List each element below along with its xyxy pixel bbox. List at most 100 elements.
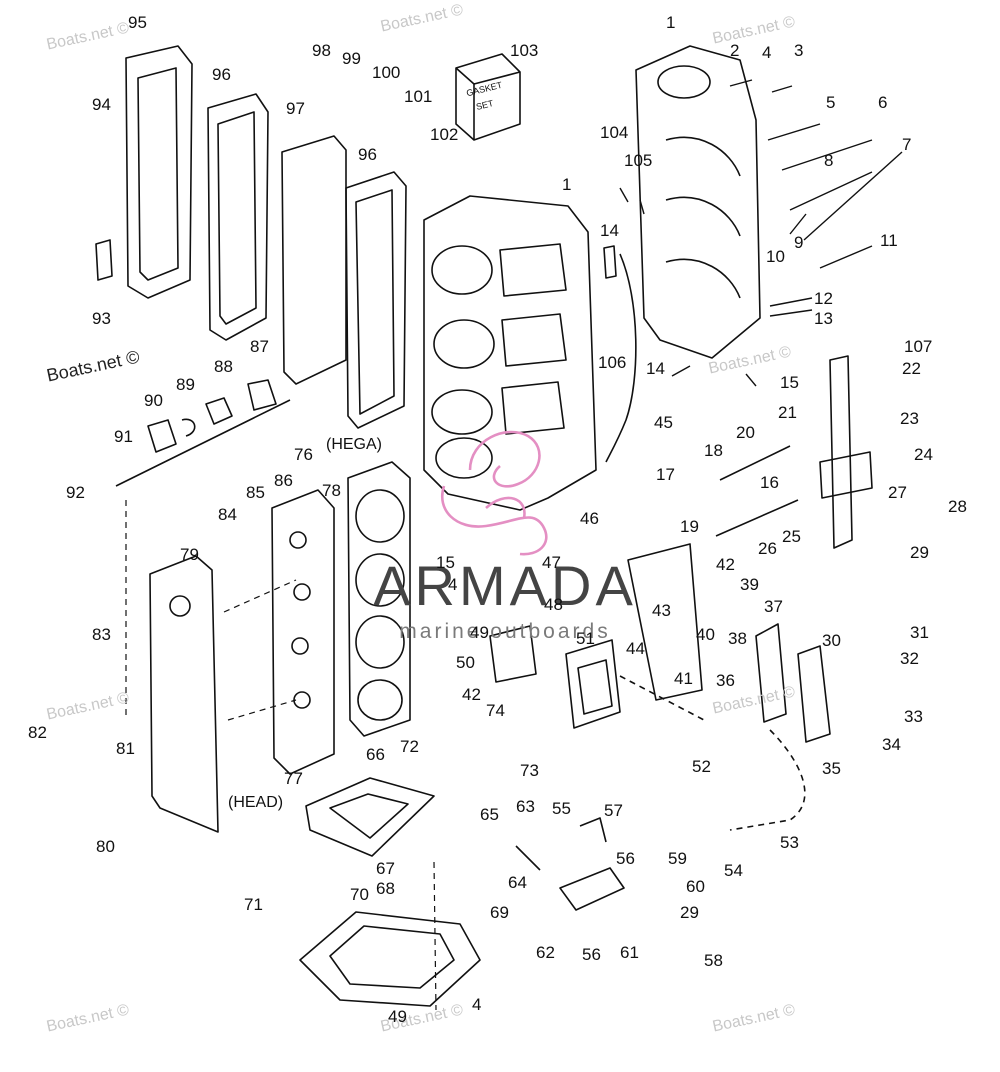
- callout-3: 3: [794, 41, 804, 60]
- callout-73: 73: [520, 761, 539, 780]
- callout-1: 1: [562, 175, 572, 194]
- callout-98: 98: [312, 41, 331, 60]
- callout-56: 56: [582, 945, 601, 964]
- brand-subtitle: marine outboards: [399, 620, 611, 643]
- callout-6: 6: [878, 93, 888, 112]
- callout-2: 2: [730, 41, 740, 60]
- callout-92: 92: [66, 483, 85, 502]
- callout-14: 14: [600, 221, 619, 240]
- callout-60: 60: [686, 877, 705, 896]
- head-gasket: [347, 461, 411, 737]
- callout-51: 51: [576, 629, 595, 648]
- callout-47: 47: [542, 553, 561, 572]
- assembly-guides: [125, 500, 437, 1011]
- callout-26: 26: [758, 539, 777, 558]
- callout-67: 67: [376, 859, 395, 878]
- callout-9: 9: [794, 233, 804, 252]
- small-plate-93: [95, 239, 113, 281]
- throttle-link-43: [627, 543, 703, 701]
- callout-104: 104: [600, 123, 629, 142]
- callout-89: 89: [176, 375, 195, 394]
- callout-22: 22: [902, 359, 921, 378]
- callout-45: 45: [654, 413, 673, 432]
- callout-25: 25: [782, 527, 801, 546]
- callout-81: 81: [116, 739, 135, 758]
- callout-33: 33: [904, 707, 923, 726]
- callout-94: 94: [92, 95, 111, 114]
- callout-23: 23: [900, 409, 919, 428]
- callout-43: 43: [652, 601, 671, 620]
- callout-50: 50: [456, 653, 475, 672]
- callout-49: 49: [470, 623, 489, 642]
- callout-46: 46: [580, 509, 599, 528]
- cylinder-block: [423, 195, 597, 511]
- callout-55: 55: [552, 799, 571, 818]
- callout-59: 59: [668, 849, 687, 868]
- callout-14: 14: [646, 359, 665, 378]
- callout-56: 56: [616, 849, 635, 868]
- callout-20: 20: [736, 423, 755, 442]
- callout-30: 30: [822, 631, 841, 650]
- callout-38: 38: [728, 629, 747, 648]
- callout-53: 53: [780, 833, 799, 852]
- callout-4: 4: [762, 43, 772, 62]
- callout-21: 21: [778, 403, 797, 422]
- callout-31: 31: [910, 623, 929, 642]
- tag-head: (HEAD): [228, 794, 284, 811]
- link-bracket-35: [797, 645, 831, 743]
- callout-52: 52: [692, 757, 711, 776]
- callout-17: 17: [656, 465, 675, 484]
- link-rod-36: [755, 623, 787, 723]
- callout-10: 10: [766, 247, 785, 266]
- callout-99: 99: [342, 49, 361, 68]
- callout-29: 29: [910, 543, 929, 562]
- callout-69: 69: [490, 903, 509, 922]
- callout-62: 62: [536, 943, 555, 962]
- callout-1: 1: [666, 13, 676, 32]
- brand-name: ARMADA: [373, 554, 637, 617]
- callout-7: 7: [902, 135, 912, 154]
- callout-93: 93: [92, 309, 111, 328]
- callout-103: 103: [510, 41, 539, 60]
- gasket-set-box: [455, 53, 521, 141]
- exhaust-gasket-95: [125, 45, 193, 299]
- callout-72: 72: [400, 737, 419, 756]
- callout-70: 70: [350, 885, 369, 904]
- callout-105: 105: [624, 151, 653, 170]
- head-cover-plate: [149, 555, 219, 833]
- callout-80: 80: [96, 837, 115, 856]
- callout-42: 42: [716, 555, 735, 574]
- thermostat-group: [115, 379, 291, 487]
- callout-13: 13: [814, 309, 833, 328]
- callout-28: 28: [948, 497, 967, 516]
- callout-100: 100: [372, 63, 401, 82]
- callout-12: 12: [814, 289, 833, 308]
- dashed-guide-53: [729, 729, 806, 831]
- callout-102: 102: [430, 125, 459, 144]
- callout-84: 84: [218, 505, 237, 524]
- callout-101: 101: [404, 87, 433, 106]
- callout-78: 78: [322, 481, 341, 500]
- callout-79: 79: [180, 545, 199, 564]
- callout-54: 54: [724, 861, 743, 880]
- callout-57: 57: [604, 801, 623, 820]
- callout-29: 29: [680, 903, 699, 922]
- bracket-25: [819, 451, 873, 499]
- dashed-guide-52: [619, 675, 705, 721]
- callout-5: 5: [826, 93, 836, 112]
- callout-41: 41: [674, 669, 693, 688]
- callout-24: 24: [914, 445, 933, 464]
- callout-63: 63: [516, 797, 535, 816]
- callout-15: 15: [436, 553, 455, 572]
- reed-block-51: [565, 639, 621, 729]
- callout-8: 8: [824, 151, 834, 170]
- exhaust-plate-66: [305, 777, 435, 857]
- callout-83: 83: [92, 625, 111, 644]
- callout-88: 88: [214, 357, 233, 376]
- callout-35: 35: [822, 759, 841, 778]
- tag-hega: (HEGA): [326, 436, 382, 453]
- dowel-pin-14: [603, 245, 617, 279]
- reed-gasket-50: [489, 625, 537, 683]
